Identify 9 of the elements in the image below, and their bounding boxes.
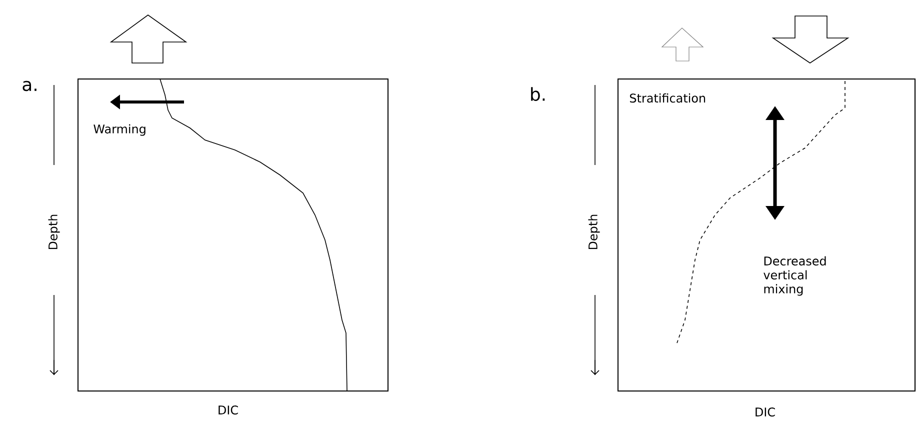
axis-label: DIC bbox=[756, 407, 775, 417]
annotation-text: Stratification bbox=[630, 93, 706, 103]
panel-letter: a. bbox=[22, 80, 36, 92]
annotation-text: Warming bbox=[94, 124, 146, 136]
panel-letter: b. bbox=[531, 87, 545, 101]
axis-label: Depth bbox=[588, 214, 600, 250]
annotation-text: Decreased vertical mixing bbox=[764, 256, 826, 296]
axis-label: Depth bbox=[48, 214, 60, 250]
axis-label: DIC bbox=[218, 405, 238, 415]
